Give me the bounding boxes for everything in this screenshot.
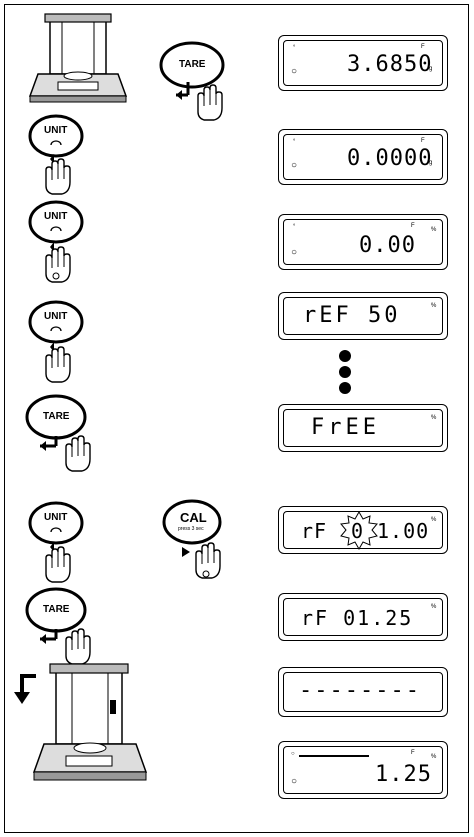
- display-value: FrEE: [311, 415, 380, 440]
- zero-indicator: ○: [291, 160, 298, 171]
- lcd-display: FrEE %: [278, 404, 448, 452]
- tare-label: TARE: [43, 411, 70, 422]
- tare-button-icon: [159, 41, 225, 121]
- capacity-bar: [299, 755, 369, 757]
- stability-marker: °: [293, 139, 296, 145]
- display-unit: %: [431, 754, 437, 760]
- unit-button-icon: [28, 114, 84, 195]
- tare-button-icon: [25, 394, 91, 472]
- stability-marker: ○: [291, 751, 295, 757]
- f-marker: F: [421, 44, 425, 50]
- f-marker: F: [421, 138, 425, 144]
- unit-label: UNIT: [44, 211, 68, 222]
- display-value: 0.00: [359, 233, 416, 258]
- tare-button-icon: [25, 587, 91, 665]
- unit-button-icon: [28, 200, 84, 283]
- balance-icon: [28, 13, 128, 103]
- zero-indicator: ○: [291, 776, 298, 787]
- continuation-dots: [339, 350, 351, 394]
- unit-button-icon: [28, 501, 84, 583]
- cal-sublabel: press 3 sec: [178, 526, 204, 532]
- display-unit: %: [431, 604, 437, 610]
- lcd-display: --------: [278, 667, 448, 717]
- lcd-display: ○ F ○ 1.25 %: [278, 741, 448, 799]
- display-unit: %: [431, 227, 437, 233]
- tare-label: TARE: [43, 604, 70, 615]
- cal-label: CAL: [180, 510, 207, 525]
- unit-label: UNIT: [44, 512, 68, 523]
- flashing-digit: 0: [351, 519, 365, 543]
- unit-label: UNIT: [44, 311, 68, 322]
- stability-marker: °: [293, 45, 296, 51]
- lcd-display: ° F ○ 0.0000 g: [278, 129, 448, 185]
- display-value: 0.0000: [347, 146, 433, 171]
- balance-icon: [32, 663, 148, 781]
- lcd-display: ° F ○ 3.6850 g: [278, 35, 448, 91]
- cal-button-icon: [162, 499, 222, 579]
- f-marker: F: [411, 750, 415, 756]
- unit-label: UNIT: [44, 125, 68, 136]
- display-value-left: rF: [301, 519, 328, 543]
- display-unit: %: [431, 303, 437, 309]
- zero-indicator: ○: [291, 66, 298, 77]
- display-value: --------: [299, 678, 421, 703]
- f-marker: F: [411, 223, 415, 229]
- unit-button-icon: [28, 300, 84, 383]
- lcd-display: rF 0 1.00 %: [278, 506, 448, 554]
- display-value: rEF 50: [303, 303, 401, 328]
- display-value: rF 01.25: [301, 606, 414, 630]
- lcd-display: rEF 50 %: [278, 292, 448, 340]
- lcd-display: rF 01.25 %: [278, 593, 448, 641]
- tare-label: TARE: [179, 59, 206, 70]
- down-arrow-icon: [14, 674, 36, 704]
- stability-marker: °: [293, 224, 296, 230]
- display-value: 1.25: [375, 762, 432, 787]
- flashing-digit-burst: [340, 511, 378, 551]
- display-unit: g: [429, 160, 433, 166]
- display-unit: %: [431, 415, 437, 421]
- display-unit: g: [429, 66, 433, 72]
- display-unit: %: [431, 517, 437, 523]
- display-value-right: 1.00: [377, 519, 430, 543]
- lcd-display: ° F ○ 0.00 %: [278, 214, 448, 270]
- zero-indicator: ○: [291, 247, 298, 258]
- display-value: 3.6850: [347, 52, 433, 77]
- instruction-panel: [4, 4, 469, 833]
